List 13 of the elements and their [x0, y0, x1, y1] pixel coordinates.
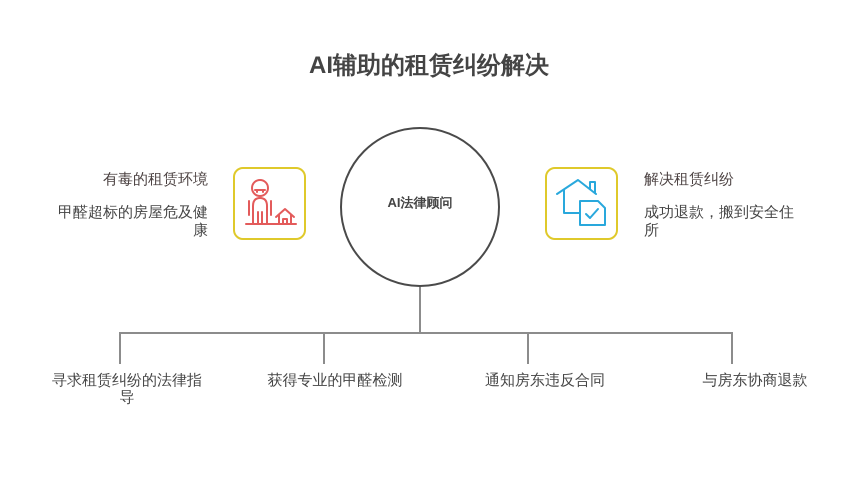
heading-text: 解决租赁纠纷 — [644, 171, 734, 189]
icon-tile — [233, 167, 306, 240]
branch-label: 寻求租赁纠纷的法律指导 — [51, 372, 203, 406]
branch-label: 与房东协商退款 — [702, 372, 808, 389]
connector-line — [419, 287, 733, 364]
heading-text: 有毒的租赁环境 — [103, 171, 208, 189]
branch-label: 获得专业的甲醛检测 — [268, 372, 402, 389]
node-label: AI法律顾问 — [388, 195, 452, 211]
description-text: 成功退款，搬到安全住所 — [644, 204, 795, 240]
description-text: 甲醛超标的房屋危及健康 — [57, 204, 208, 240]
title: AI辅助的租赁纠纷解决 — [309, 51, 549, 81]
icon-tile — [545, 167, 618, 240]
branch-label: 通知房东违反合同 — [485, 372, 605, 389]
